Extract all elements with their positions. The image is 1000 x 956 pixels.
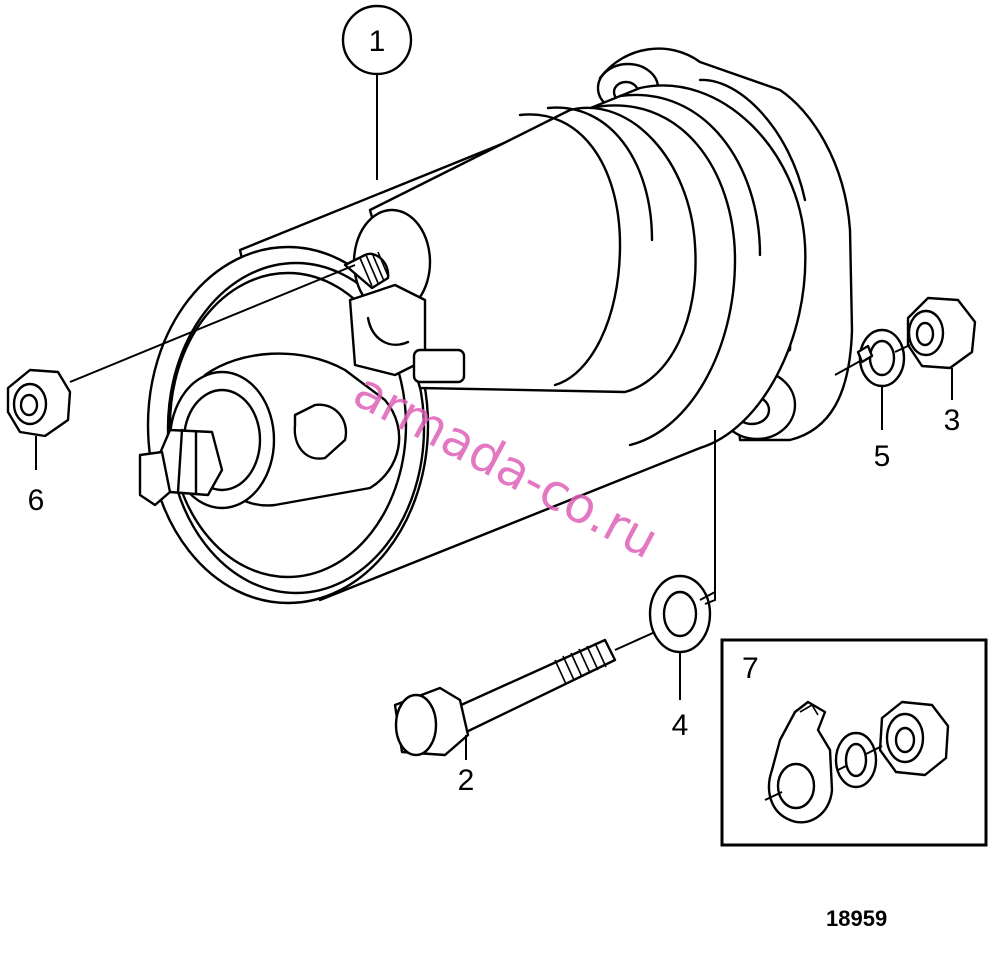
callout-4: 4 xyxy=(672,709,689,742)
leader-lines xyxy=(35,72,953,760)
spring-washer-part-5 xyxy=(856,328,906,388)
flat-washer-part-4 xyxy=(648,574,712,654)
callout-3: 3 xyxy=(944,404,961,437)
reference-number: 18959 xyxy=(826,906,887,931)
nut-part-6 xyxy=(6,368,72,438)
callout-7: 7 xyxy=(742,652,759,685)
nut-part-3 xyxy=(906,296,977,370)
callout-2: 2 xyxy=(458,764,475,797)
bolt-part-2 xyxy=(393,638,617,757)
starter-motor xyxy=(138,47,854,605)
inset-box-part-7: 7 xyxy=(720,638,988,847)
inset-spring-washer xyxy=(834,731,878,789)
callout-1: 1 xyxy=(369,25,386,58)
callout-circle-1 xyxy=(341,4,413,76)
callout-6: 6 xyxy=(28,484,45,517)
callout-5: 5 xyxy=(874,440,891,473)
